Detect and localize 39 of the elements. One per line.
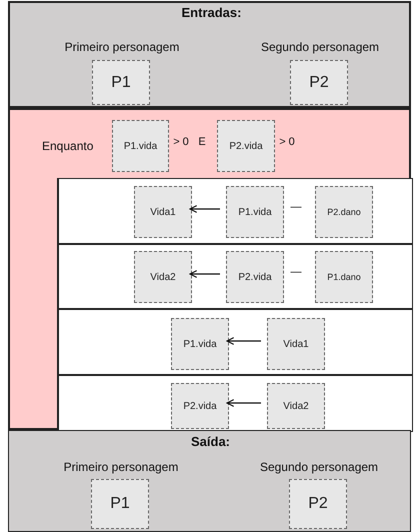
variable-box: P2.vida: [226, 251, 284, 303]
row-panel: [57, 244, 413, 309]
arrow: [226, 337, 261, 345]
arrow: [226, 399, 261, 407]
variable-box: P1.vida: [226, 186, 284, 238]
row-panel: [57, 178, 413, 244]
section-panel: [8, 108, 411, 430]
variable-box: P2: [289, 479, 347, 529]
box-caption: Primeiro personagem: [64, 40, 180, 56]
variable-box: P2: [290, 60, 348, 105]
variable-box: Vida1: [134, 186, 192, 238]
variable-box: Vida2: [267, 383, 325, 429]
variable-box: P2.vida: [217, 120, 275, 172]
operator-label: > 0: [172, 136, 190, 150]
operator-label: E: [197, 136, 207, 150]
operator-label: —: [290, 266, 302, 280]
operator-label: > 0: [278, 136, 296, 150]
arrow: [189, 205, 220, 213]
section-panel: [8, 1, 411, 108]
variable-box: P1.vida: [112, 120, 169, 172]
box-caption: Primeiro personagem: [62, 460, 180, 476]
section-panel: [8, 430, 411, 532]
variable-box: P2.vida: [171, 383, 229, 429]
variable-box: P1: [92, 60, 150, 105]
variable-box: Vida2: [134, 251, 192, 303]
row-panel: [57, 375, 413, 432]
loop-label: Enquanto: [42, 139, 94, 155]
box-caption: Segundo personagem: [260, 40, 380, 56]
operator-label: —: [290, 201, 302, 215]
arrow: [189, 270, 220, 278]
box-caption: Segundo personagem: [259, 460, 379, 476]
row-panel: [57, 309, 413, 375]
section-title: Saída:: [190, 434, 231, 450]
variable-box: P1.dano: [315, 251, 373, 303]
variable-box: P1: [91, 479, 149, 529]
variable-box: Vida1: [267, 318, 325, 370]
variable-box: P2.dano: [315, 186, 373, 238]
variable-box: P1.vida: [171, 318, 229, 370]
section-title: Entradas:: [180, 5, 242, 21]
